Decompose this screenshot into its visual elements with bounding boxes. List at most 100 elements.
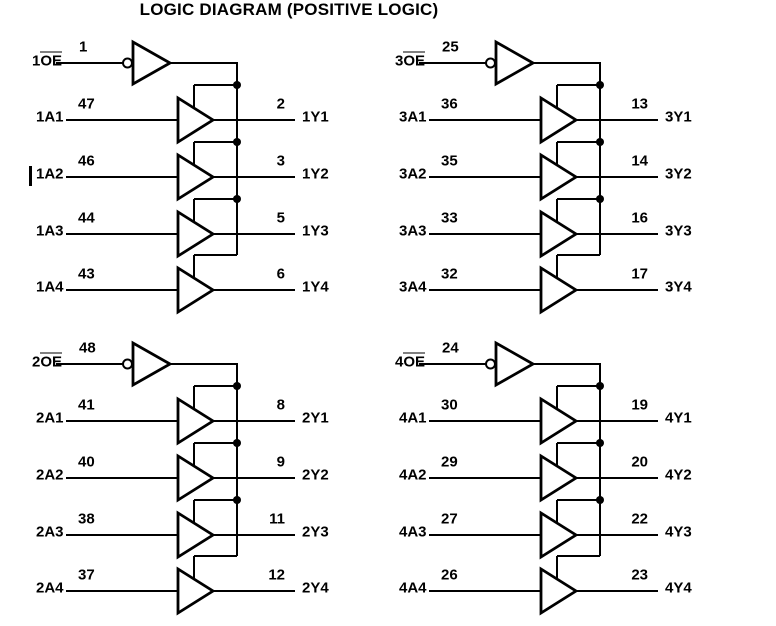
pin-25: 25 bbox=[442, 38, 459, 56]
junction-dot-4A1 bbox=[596, 382, 604, 390]
label-1A1: 1A1 bbox=[36, 108, 64, 126]
oe-inverter-bubble-3 bbox=[485, 57, 496, 69]
oe-inverter-bubble-2 bbox=[122, 358, 133, 370]
buffer-triangle-4A4 bbox=[539, 566, 579, 616]
label-1Y4: 1Y4 bbox=[302, 278, 329, 296]
junction-dot-4A2 bbox=[596, 439, 604, 447]
enable-bus-1 bbox=[170, 62, 238, 255]
label-2Y3: 2Y3 bbox=[302, 523, 329, 541]
pin-2: 2 bbox=[276, 95, 285, 113]
label-4A2: 4A2 bbox=[399, 466, 427, 484]
oe-inverter-triangle-1 bbox=[131, 39, 173, 87]
pin-30: 30 bbox=[441, 396, 458, 414]
junction-dot-2A2 bbox=[233, 439, 241, 447]
overline-OE: OE bbox=[40, 51, 63, 70]
label-2Y2: 2Y2 bbox=[302, 466, 329, 484]
label-4A3: 4A3 bbox=[399, 523, 427, 541]
junction-dot-3A1 bbox=[596, 81, 604, 89]
buffer-triangle-3A1 bbox=[539, 95, 579, 145]
label-1A3: 1A3 bbox=[36, 222, 64, 240]
label-2OE: 2OE bbox=[32, 352, 63, 371]
pin-47: 47 bbox=[78, 95, 95, 113]
pin-38: 38 bbox=[78, 510, 95, 528]
buffer-triangle-2A1 bbox=[176, 396, 216, 446]
overline-OE: OE bbox=[403, 51, 426, 70]
pin-41: 41 bbox=[78, 396, 95, 414]
buffer-triangle-4A3 bbox=[539, 510, 579, 560]
buffer-triangle-2A2 bbox=[176, 453, 216, 503]
label-2A4: 2A4 bbox=[36, 579, 64, 597]
oe-inverter-triangle-4 bbox=[494, 340, 536, 388]
label-2Y4: 2Y4 bbox=[302, 579, 329, 597]
buffer-triangle-1A2 bbox=[176, 152, 216, 202]
label-1Y1: 1Y1 bbox=[302, 108, 329, 126]
buffer-triangle-1A1 bbox=[176, 95, 216, 145]
label-1OE: 1OE bbox=[32, 51, 63, 70]
junction-dot-1A1 bbox=[233, 81, 241, 89]
label-4A1: 4A1 bbox=[399, 409, 427, 427]
pin-14: 14 bbox=[631, 152, 648, 170]
oe-inverter-triangle-2 bbox=[131, 340, 173, 388]
label-3Y4: 3Y4 bbox=[665, 278, 692, 296]
label-3OE: 3OE bbox=[395, 51, 426, 70]
oe-inverter-bubble-4 bbox=[485, 358, 496, 370]
label-3A1: 3A1 bbox=[399, 108, 427, 126]
stray-mark bbox=[29, 166, 32, 186]
pin-27: 27 bbox=[441, 510, 458, 528]
label-1A2: 1A2 bbox=[36, 165, 64, 183]
junction-dot-1A3 bbox=[233, 195, 241, 203]
pin-32: 32 bbox=[441, 265, 458, 283]
pin-36: 36 bbox=[441, 95, 458, 113]
pin-5: 5 bbox=[276, 209, 285, 227]
pin-3: 3 bbox=[276, 152, 285, 170]
pin-33: 33 bbox=[441, 209, 458, 227]
pin-11: 11 bbox=[269, 510, 285, 528]
buffer-triangle-1A4 bbox=[176, 265, 216, 315]
pin-24: 24 bbox=[442, 339, 459, 357]
pin-35: 35 bbox=[441, 152, 458, 170]
label-1Y3: 1Y3 bbox=[302, 222, 329, 240]
overline-OE: OE bbox=[403, 352, 426, 371]
buffer-triangle-4A2 bbox=[539, 453, 579, 503]
label-2A1: 2A1 bbox=[36, 409, 64, 427]
junction-dot-2A3 bbox=[233, 496, 241, 504]
junction-dot-1A2 bbox=[233, 138, 241, 146]
label-2A2: 2A2 bbox=[36, 466, 64, 484]
pin-37: 37 bbox=[78, 566, 95, 584]
label-3Y1: 3Y1 bbox=[665, 108, 692, 126]
pin-8: 8 bbox=[276, 396, 285, 414]
pin-16: 16 bbox=[631, 209, 648, 227]
pin-19: 19 bbox=[631, 396, 648, 414]
pin-22: 22 bbox=[631, 510, 648, 528]
pin-13: 13 bbox=[631, 95, 648, 113]
pin-1: 1 bbox=[79, 38, 88, 56]
label-1Y2: 1Y2 bbox=[302, 165, 329, 183]
pin-26: 26 bbox=[441, 566, 458, 584]
label-4Y2: 4Y2 bbox=[665, 466, 692, 484]
junction-dot-3A2 bbox=[596, 138, 604, 146]
junction-dot-4A3 bbox=[596, 496, 604, 504]
pin-9: 9 bbox=[276, 453, 285, 471]
overline-OE: OE bbox=[40, 352, 63, 371]
diagram-title: LOGIC DIAGRAM (POSITIVE LOGIC) bbox=[139, 0, 439, 19]
pin-46: 46 bbox=[78, 152, 95, 170]
label-4Y4: 4Y4 bbox=[665, 579, 692, 597]
label-1A4: 1A4 bbox=[36, 278, 64, 296]
pin-44: 44 bbox=[78, 209, 95, 227]
pin-20: 20 bbox=[631, 453, 648, 471]
enable-bus-4 bbox=[533, 363, 601, 556]
pin-23: 23 bbox=[631, 566, 648, 584]
buffer-triangle-2A4 bbox=[176, 566, 216, 616]
label-4A4: 4A4 bbox=[399, 579, 427, 597]
pin-6: 6 bbox=[276, 265, 285, 283]
buffer-triangle-3A4 bbox=[539, 265, 579, 315]
oe-inverter-bubble-1 bbox=[122, 57, 133, 69]
label-4OE: 4OE bbox=[395, 352, 426, 371]
buffer-triangle-3A2 bbox=[539, 152, 579, 202]
enable-bus-2 bbox=[170, 363, 238, 556]
pin-17: 17 bbox=[631, 265, 648, 283]
pin-12: 12 bbox=[268, 566, 285, 584]
pin-29: 29 bbox=[441, 453, 458, 471]
oe-inverter-triangle-3 bbox=[494, 39, 536, 87]
